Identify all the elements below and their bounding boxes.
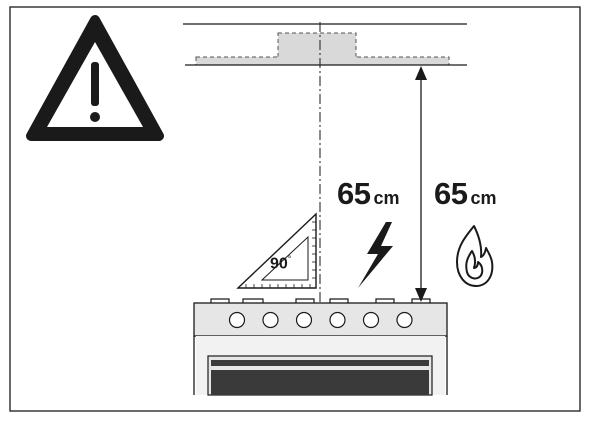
warning-triangle-icon [26,15,164,141]
angle-value: 90 [270,255,288,273]
hob-pan-supports [210,298,431,303]
control-knob [228,311,246,329]
cooker-hood [183,23,467,66]
cooker [193,298,448,396]
electric-distance-unit: cm [373,188,400,208]
control-knob [295,311,313,329]
oven-handle [211,360,429,366]
set-square-icon [236,212,317,289]
oven-window [211,370,429,395]
distance-arrow [415,66,427,302]
angle-label: 90° [270,254,291,273]
gas-distance-unit: cm [470,188,497,208]
control-knob [362,311,380,329]
angle-unit: ° [287,254,292,264]
lightning-bolt-icon [358,222,393,288]
control-knob [329,311,346,329]
control-knobs [228,311,413,329]
electric-distance-value: 65 [337,176,371,211]
control-knob [396,311,413,329]
control-knob [262,311,279,329]
diagram-frame [9,6,581,412]
gas-distance-value: 65 [434,176,468,211]
flame-icon [456,225,494,287]
